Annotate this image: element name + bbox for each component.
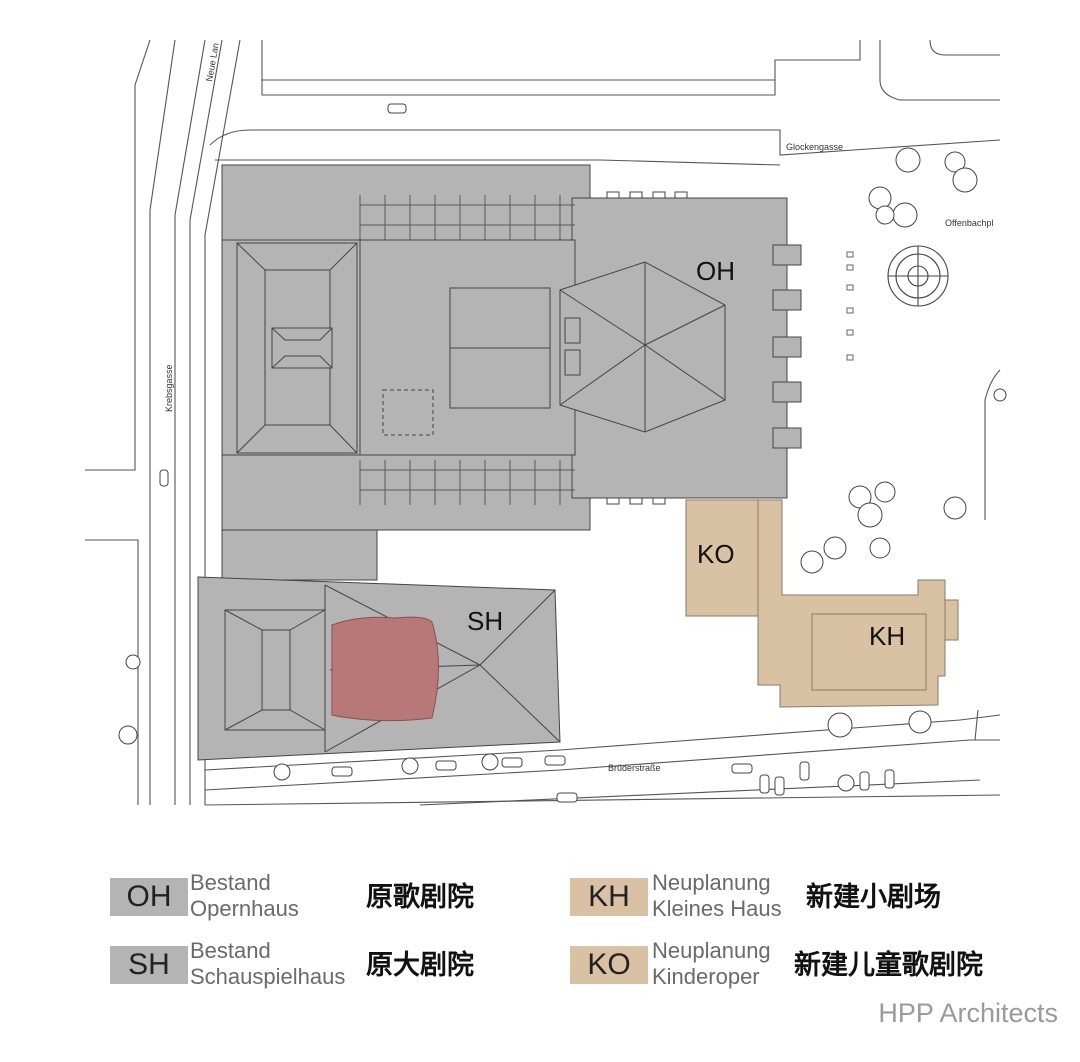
street-lines (85, 39, 1001, 806)
legend-line2: Kleines Haus (652, 896, 782, 921)
legend-desc-sh: Bestand Schauspielhaus (190, 938, 345, 990)
building-label-group: OH SH KO KH (467, 256, 905, 651)
legend-line1: Bestand (190, 870, 271, 895)
label-oh: OH (696, 256, 735, 286)
trees (118, 147, 1007, 792)
building-opernhaus (221, 164, 802, 531)
label-kh: KH (869, 621, 905, 651)
legend-row-ko: KO Neuplanung Kinderoper 新建儿童歌剧院 (570, 938, 1030, 996)
building-schauspielhaus (197, 576, 561, 761)
legend-line1: Neuplanung (652, 938, 771, 963)
label-sh: SH (467, 606, 503, 636)
legend-cn-ko: 新建儿童歌剧院 (794, 950, 983, 980)
credit-text: HPP Architects (878, 998, 1058, 1028)
legend-swatch-sh: SH (110, 946, 188, 984)
legend-desc-oh: Bestand Opernhaus (190, 870, 299, 922)
legend-row-oh: OH Bestand Opernhaus 原歌剧院 (110, 870, 530, 928)
label-krebsgasse: Krebsgasse (164, 364, 174, 412)
forecourt-bollards (846, 251, 854, 361)
legend-line2: Schauspielhaus (190, 964, 346, 989)
building-kleines-haus (757, 499, 959, 708)
legend-cn-kh: 新建小剧场 (806, 882, 941, 912)
building-kinderoper (685, 499, 759, 617)
label-glockengasse: Glockengasse (786, 142, 843, 152)
legend-swatch-oh: OH (110, 878, 188, 916)
legend-cn-sh: 原大剧院 (366, 950, 474, 980)
legend-line1: Bestand (190, 938, 271, 963)
legend-swatch-kh: KH (570, 878, 648, 916)
legend-row-kh: KH Neuplanung Kleines Haus 新建小剧场 (570, 870, 1030, 928)
legend-desc-kh: Neuplanung Kleines Haus (652, 870, 782, 922)
legend-swatch-ko: KO (570, 946, 648, 984)
connector-wing (221, 529, 378, 581)
label-offenbachpl: Offenbachpl (945, 218, 993, 228)
fountain-symbol (887, 245, 949, 307)
site-plan: Neue Lan Glockengasse Offenbachpl Krebsg… (85, 39, 1007, 806)
legend-line2: Opernhaus (190, 896, 299, 921)
auditorium-highlight (331, 616, 439, 722)
label-bruederstrasse: Brüderstraße (608, 763, 661, 773)
legend-cn-oh: 原歌剧院 (366, 882, 474, 912)
label-ko: KO (697, 539, 735, 569)
legend-desc-ko: Neuplanung Kinderoper (652, 938, 771, 990)
legend-line1: Neuplanung (652, 870, 771, 895)
legend-row-sh: SH Bestand Schauspielhaus 原大剧院 (110, 938, 530, 996)
parked-cars (159, 103, 895, 803)
legend-line2: Kinderoper (652, 964, 760, 989)
